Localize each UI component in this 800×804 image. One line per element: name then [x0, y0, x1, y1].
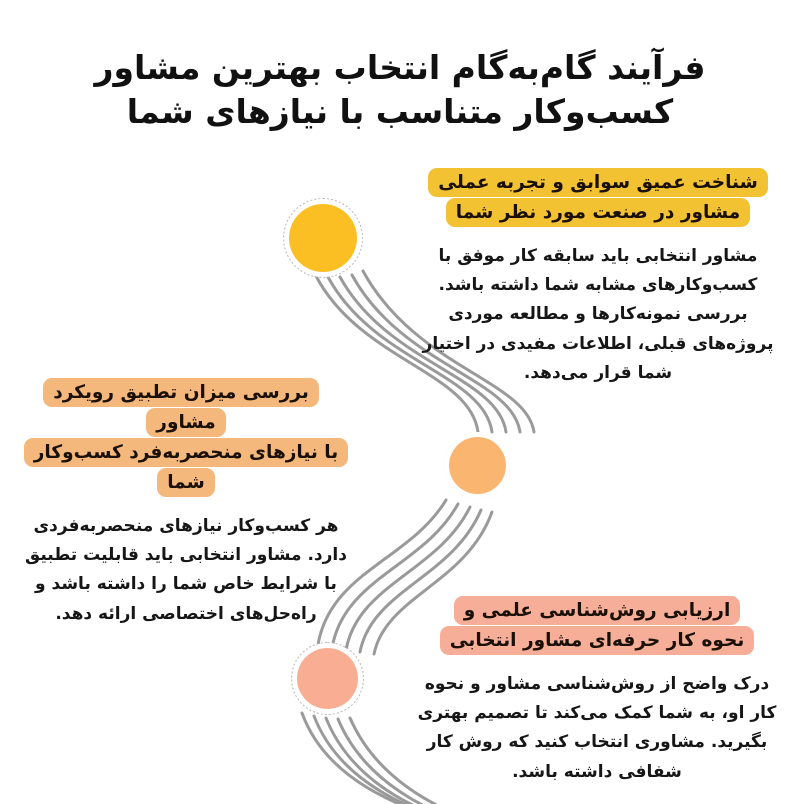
page-title-line-2: کسب‌وکار متناسب با نیازهای شما — [126, 92, 674, 132]
page-title-line-1: فرآیند گام‌به‌گام انتخاب بهترین مشاور — [94, 48, 706, 88]
step-2-block: بررسی میزان تطبیق رویکرد مشاور با نیازها… — [16, 378, 356, 629]
step-2-node — [444, 432, 511, 499]
step-1-badge-line-2: مشاور در صنعت مورد نظر شما — [445, 197, 751, 227]
step-1-block: شناخت عمیق سوابق و تجربه عملی مشاور در ص… — [412, 168, 784, 388]
step-3-badge: ارزیابی روش‌شناسی علمی و نحوه کار حرفه‌ا… — [414, 596, 780, 656]
step-2-body: هر کسب‌وکار نیازهای منحصربه‌فردی دارد. م… — [25, 515, 347, 624]
step-1-body: مشاور انتخابی باید سابقه کار موفق با کسب… — [422, 245, 774, 383]
step-2-badge: بررسی میزان تطبیق رویکرد مشاور با نیازها… — [16, 378, 356, 498]
page-title: فرآیند گام‌به‌گام انتخاب بهترین مشاور کس… — [0, 46, 800, 134]
step-1-badge: شناخت عمیق سوابق و تجربه عملی مشاور در ص… — [412, 168, 784, 228]
step-3-block: ارزیابی روش‌شناسی علمی و نحوه کار حرفه‌ا… — [414, 596, 780, 787]
step-1-node — [283, 198, 363, 278]
step-2-badge-line-3: شما — [157, 467, 215, 497]
step-2-node-core — [449, 437, 506, 494]
step-3-node — [291, 642, 364, 715]
step-2-badge-line-1: بررسی میزان تطبیق رویکرد مشاور — [43, 378, 319, 437]
step-1-node-core — [289, 204, 357, 272]
step-3-body: درک واضح از روش‌شناسی مشاور و نحوه کار ا… — [417, 673, 777, 782]
step-2-badge-line-2: با نیازهای منحصربه‌فرد کسب‌وکار — [23, 437, 349, 467]
step-3-badge-line-1: ارزیابی روش‌شناسی علمی و — [453, 596, 741, 625]
step-1-badge-line-1: شناخت عمیق سوابق و تجربه عملی — [428, 168, 768, 197]
step-3-badge-line-2: نحوه کار حرفه‌ای مشاور انتخابی — [439, 625, 755, 655]
step-3-node-core — [297, 648, 358, 709]
